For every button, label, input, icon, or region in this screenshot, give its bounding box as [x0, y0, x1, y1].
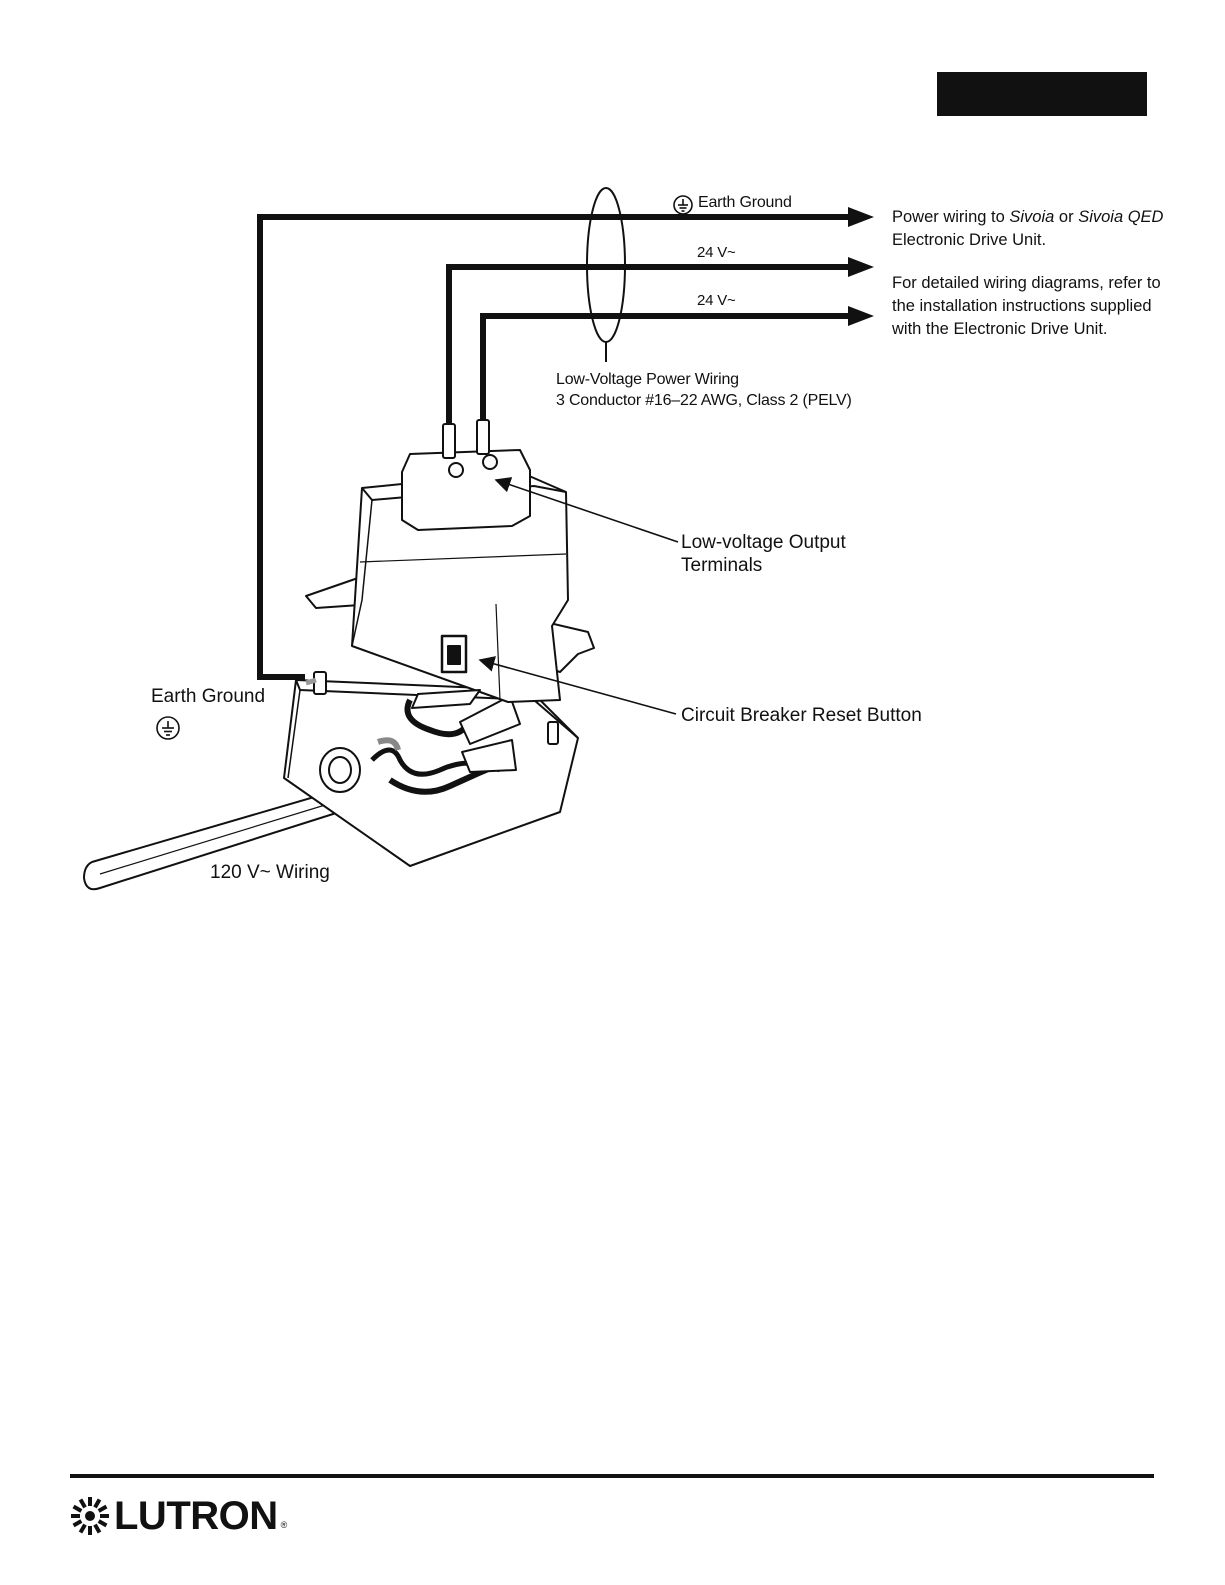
lv-wiring-label-line1: Low-Voltage Power Wiring	[556, 371, 739, 388]
supply-cable	[83, 787, 353, 891]
breaker-label: Circuit Breaker Reset Button	[681, 705, 922, 726]
lutron-logo: LUTRON ®	[70, 1494, 287, 1538]
registered-mark: ®	[280, 1520, 288, 1530]
earth-ground-label-left: Earth Ground	[151, 686, 266, 707]
ground-screw	[313, 671, 327, 695]
earth-ground-label-top: Earth Ground	[698, 194, 792, 211]
terminal-block	[401, 449, 531, 531]
section-tab-block	[937, 72, 1147, 116]
transformer-illustration	[83, 419, 595, 891]
lv-terminals-label-line2: Terminals	[681, 555, 763, 576]
earth-ground-symbol-icon	[673, 195, 693, 215]
power-wiring-note: Power wiring to Sivoia or Sivoia QED	[892, 208, 1164, 226]
detail-note-line3: with the Electronic Drive Unit.	[892, 320, 1108, 338]
wiring-120-label: 120 V~ Wiring	[210, 862, 330, 883]
lutron-wordmark: LUTRON	[114, 1493, 278, 1538]
v24-label-1: 24 V~	[697, 244, 736, 261]
earth-ground-conductor	[257, 207, 874, 680]
wire-nut	[461, 739, 517, 773]
lv-terminals-label-line1: Low-voltage Output	[681, 532, 846, 553]
detail-note-line1: For detailed wiring diagrams, refer to	[892, 274, 1161, 292]
conductor-24v-1	[446, 257, 874, 425]
lutron-sunburst-logo-icon	[71, 1497, 109, 1535]
lv-wiring-label-line2: 3 Conductor #16–22 AWG, Class 2 (PELV)	[556, 392, 852, 409]
conductor-24v-2	[480, 306, 874, 425]
breaker-leader	[478, 656, 677, 715]
transformer-body	[351, 471, 569, 703]
wire-nut	[459, 695, 521, 745]
edu-note: Electronic Drive Unit.	[892, 231, 1047, 249]
detail-note-line2: the installation instructions supplied	[892, 297, 1152, 315]
terminals-leader	[494, 477, 679, 543]
footer-rule	[70, 1474, 1154, 1478]
v24-label-2: 24 V~	[697, 292, 736, 309]
earth-ground-symbol-icon	[156, 716, 180, 740]
